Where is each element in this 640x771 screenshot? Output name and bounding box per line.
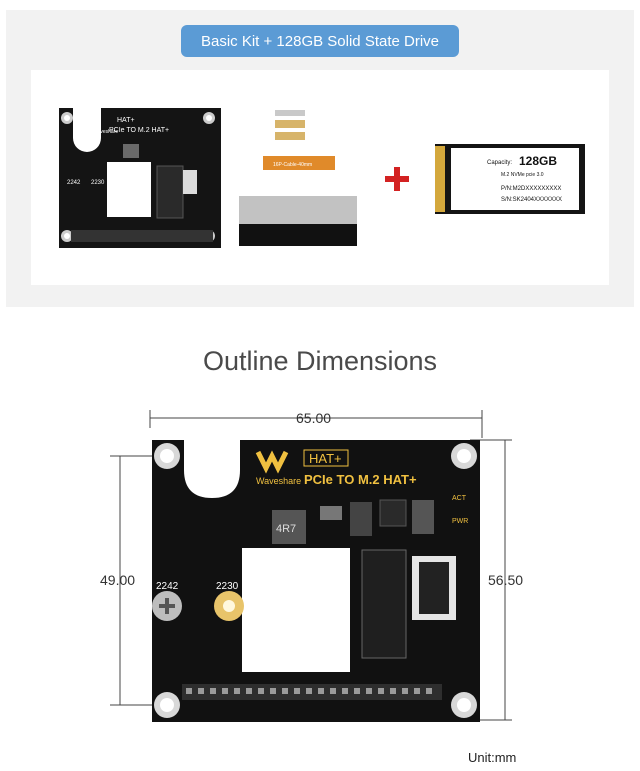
plus-icon: [385, 167, 409, 191]
ssd-pn: P/N:M2DXXXXXXXXX: [501, 186, 561, 192]
kit-label: Basic Kit + 128GB Solid State Drive: [181, 25, 459, 57]
section-title: Outline Dimensions: [202, 346, 438, 376]
cable-label: 16P-Cable-40mm: [273, 162, 312, 168]
ssd-capacity: 128GB: [519, 154, 557, 168]
brand-name: Waveshare: [256, 476, 301, 486]
width-dimension-line: [149, 410, 483, 438]
board-name: PCIe TO M.2 HAT+: [304, 472, 417, 487]
gpio-header: [239, 196, 357, 246]
standoff-2230-icon: [214, 591, 244, 621]
unit-label: Unit:mm: [468, 750, 517, 765]
pcie-hat-board: Waveshare HAT+ PCIe TO M.2 HAT+ 4R7 ACT …: [152, 440, 480, 722]
inductor: [272, 510, 306, 544]
right-height-dimension-label: 56.50: [488, 572, 524, 588]
waveshare-logo-icon: [255, 450, 289, 474]
label-2242: 2242: [156, 581, 179, 592]
inductor-label: 4R7: [276, 523, 296, 535]
width-dimension-label: 65.00: [296, 410, 332, 426]
m2-slot: [361, 549, 407, 659]
left-height-dimension-line: [110, 455, 160, 706]
label-2230: 2230: [216, 581, 239, 592]
screw-2242-icon: [152, 591, 182, 621]
hat-badge: HAT+: [309, 451, 342, 466]
mounting-hole-bottom-right: [451, 692, 477, 718]
small-board-2230-label: 2230: [91, 180, 105, 186]
pwr-led-label: PWR: [452, 518, 468, 525]
ffc-cable: 16P-Cable-40mm: [263, 156, 335, 170]
board-cutout: [242, 548, 350, 672]
ssd-capacity-label: Capacity:: [487, 160, 512, 166]
kit-illustration: HAT+ PCIe TO M.2 HAT+ Waveshare 2242 223…: [59, 108, 585, 248]
ssd-128gb: Capacity: 128GB M.2 NVMe pcie 3.0 P/N:M2…: [435, 144, 585, 214]
small-board-2242-label: 2242: [67, 180, 81, 186]
act-led-label: ACT: [452, 495, 467, 502]
ssd-sn: S/N:SK2404XXXXXXX: [501, 197, 562, 203]
mounting-hole-bottom-left: [154, 692, 180, 718]
mounting-hole-top-right: [451, 443, 477, 469]
ssd-spec: M.2 NVMe pcie 3.0: [501, 172, 544, 178]
mounting-hole-top-left: [154, 443, 180, 469]
small-board-brand: Waveshare: [93, 129, 118, 135]
small-board-hat-badge: HAT+: [117, 117, 135, 124]
screws-and-standoffs: [275, 110, 305, 140]
kit-contents: HAT+ PCIe TO M.2 HAT+ Waveshare 2242 223…: [31, 70, 609, 285]
small-board-name: PCIe TO M.2 HAT+: [109, 127, 169, 134]
left-height-dimension-label: 49.00: [100, 572, 136, 588]
small-pcie-hat-board: HAT+ PCIe TO M.2 HAT+ Waveshare 2242 223…: [59, 108, 221, 248]
